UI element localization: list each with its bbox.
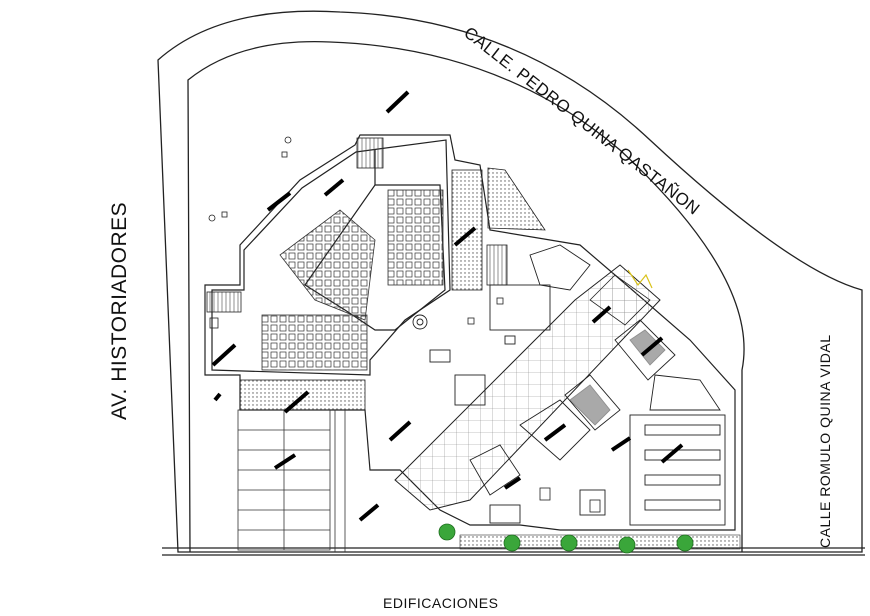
parking-area <box>237 409 346 552</box>
hatched-garden <box>487 167 546 231</box>
stairs <box>206 137 508 313</box>
restrooms <box>564 319 676 431</box>
entrance-marker <box>627 269 653 289</box>
street-label-bottom: EDIFICACIONES <box>383 595 499 611</box>
street-label-right: CALLE ROMULO QUINA VIDAL <box>817 334 833 548</box>
landscape-strip <box>438 523 741 554</box>
hatched-column <box>451 169 483 291</box>
central-offices <box>412 244 606 524</box>
wall-accents <box>211 90 684 522</box>
site-boundary <box>157 10 865 556</box>
furniture-marks <box>208 136 601 513</box>
auditorium-seating <box>261 189 444 371</box>
main-corridor <box>394 264 661 511</box>
right-wing-rooms <box>629 374 726 526</box>
street-label-left: AV. HISTORIADORES <box>108 201 131 420</box>
